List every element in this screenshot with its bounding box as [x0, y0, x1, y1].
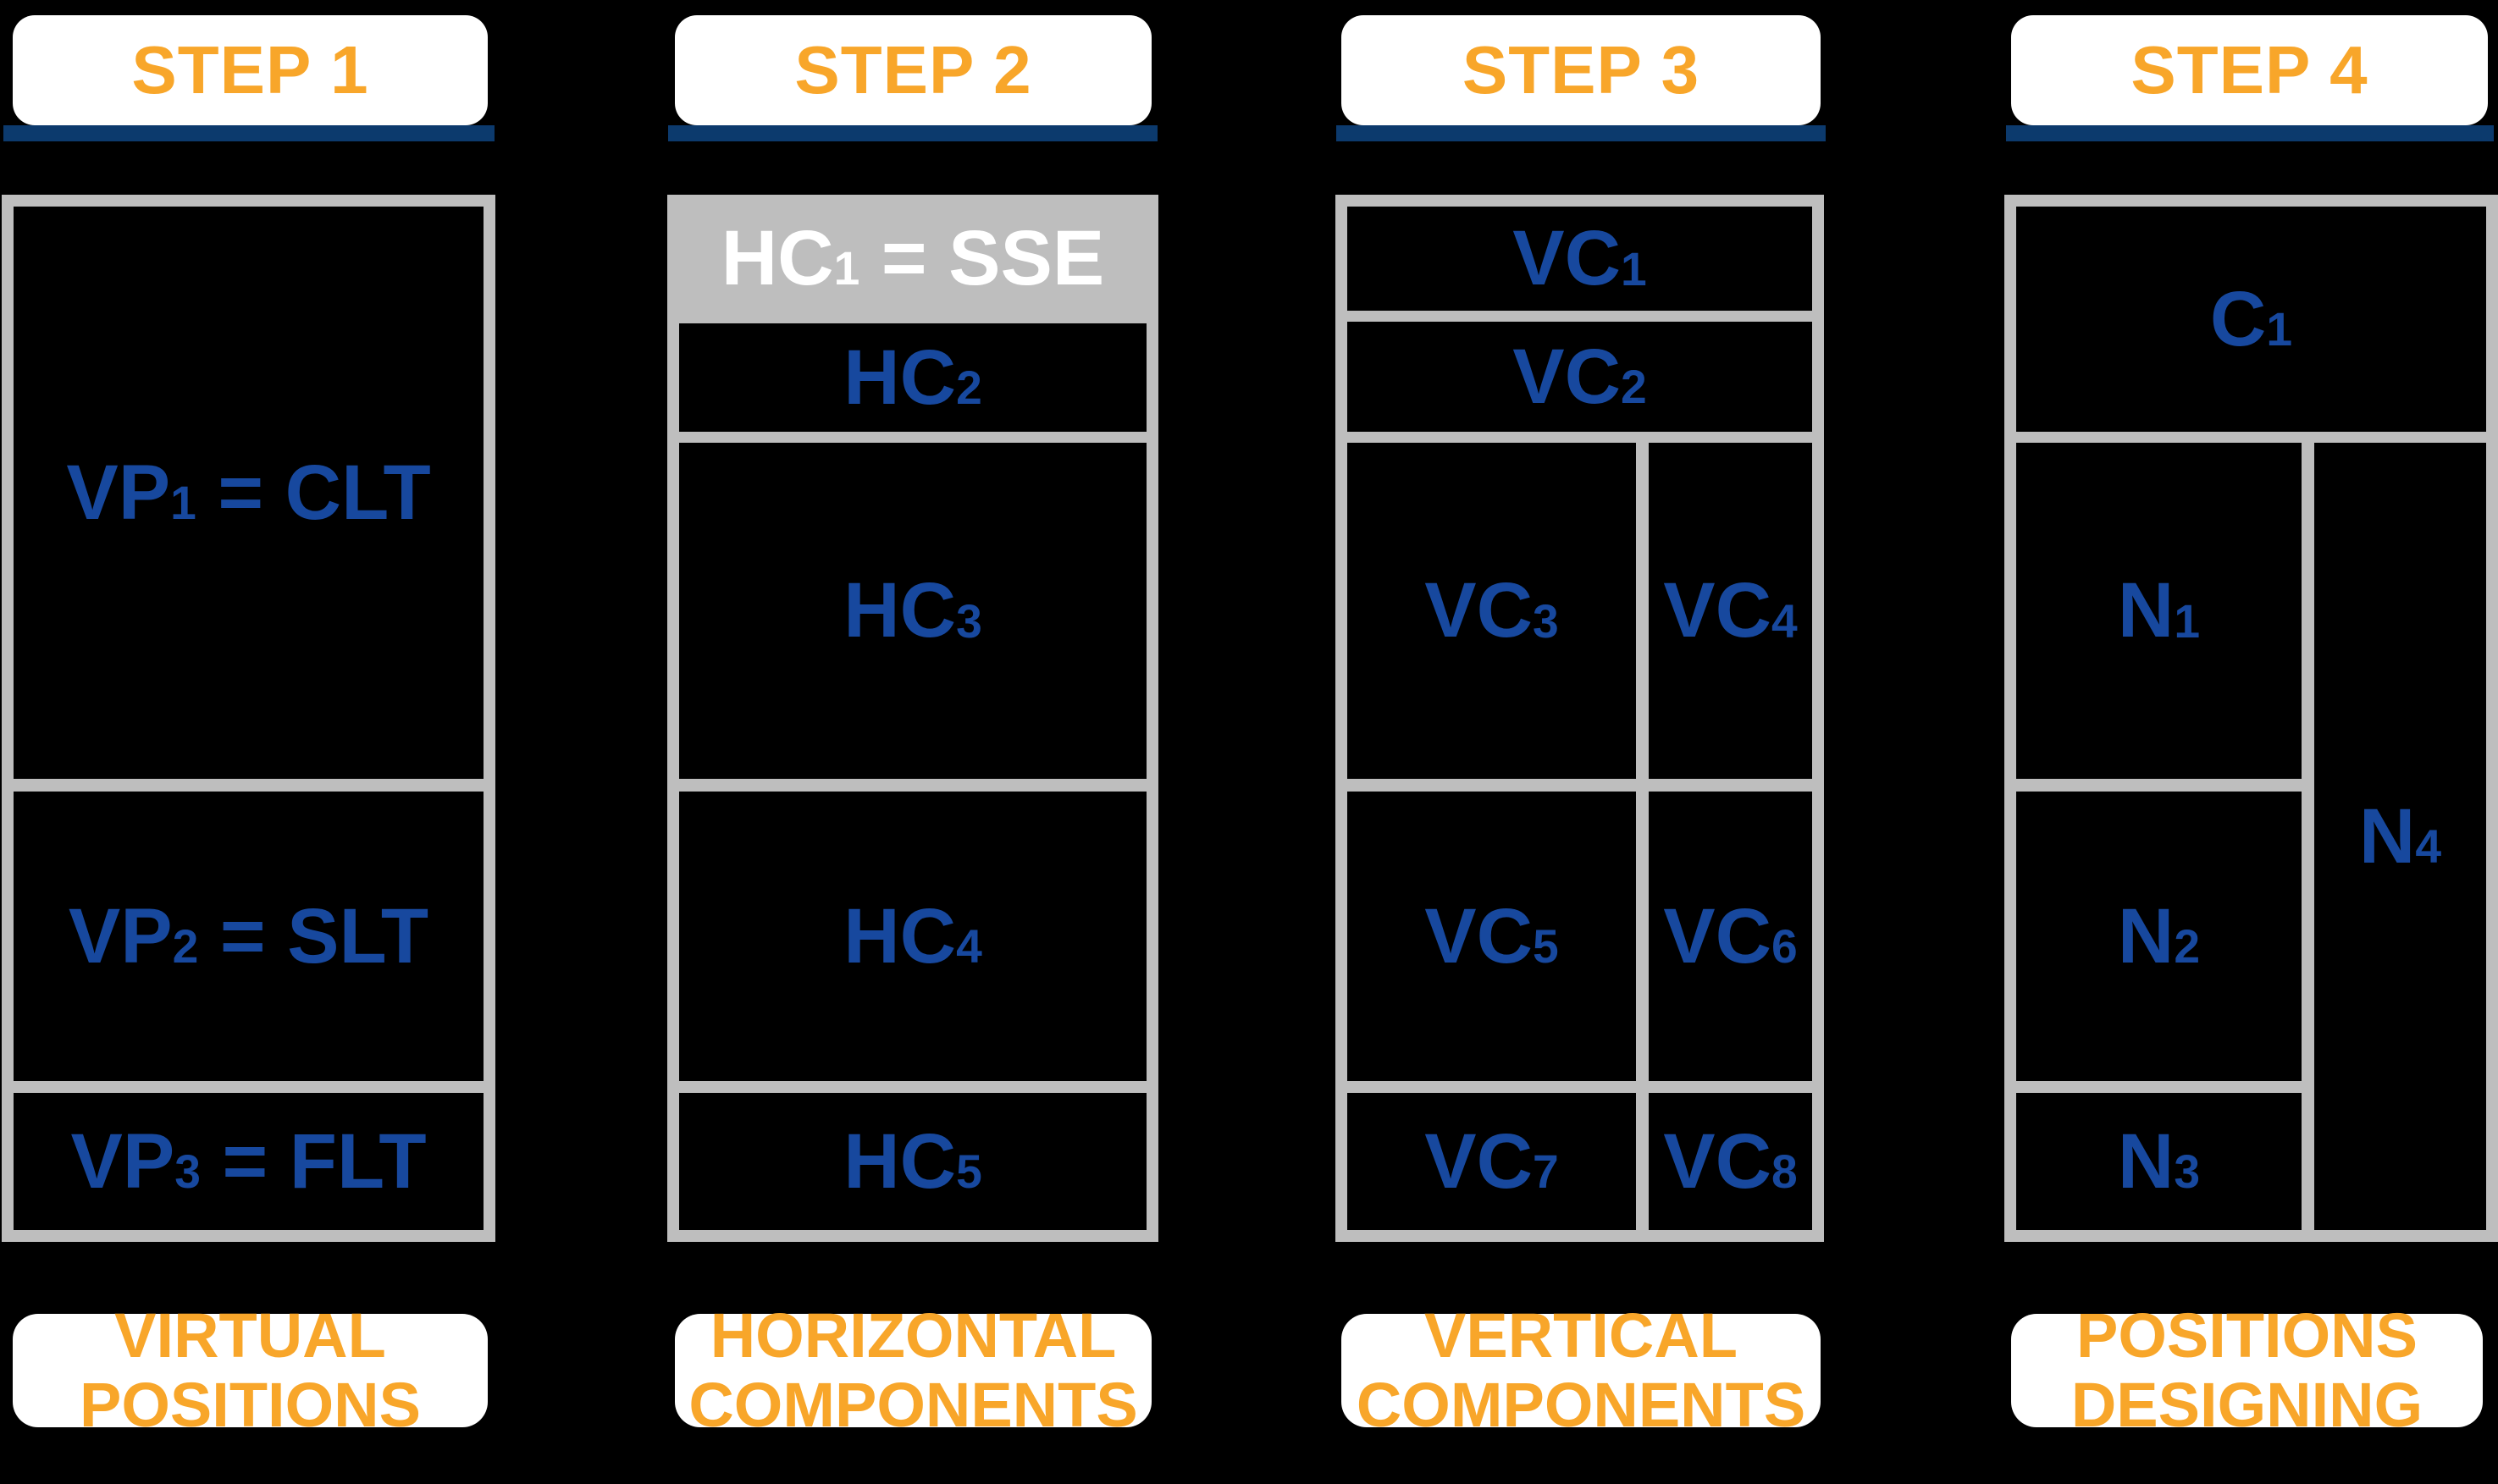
cell-n4-sub: 4: [2415, 820, 2442, 874]
cell-vp3-text: VP: [70, 1117, 175, 1205]
cell-vc3-sub: 3: [1533, 594, 1559, 648]
cell-vc1-text: VC: [1512, 215, 1622, 301]
cell-vc5-sub: 5: [1533, 920, 1559, 974]
step1-header: STEP 1: [13, 15, 488, 125]
cell-vp2-text: VP: [68, 892, 173, 979]
step1-footer-line1: VIRTUAL: [114, 1300, 386, 1371]
step1-footer-label: VIRTUAL POSITIONS: [13, 1301, 488, 1440]
cell-n2-text: N: [2117, 892, 2175, 979]
cell-n4-text: N: [2358, 792, 2416, 880]
step3-footer-line1: VERTICAL: [1424, 1300, 1738, 1371]
cell-n3-text: N: [2117, 1117, 2175, 1205]
cell-vc4-text: VC: [1663, 567, 1772, 654]
step1-underline: [3, 125, 495, 141]
cell-c1-sub: 1: [2266, 303, 2293, 356]
cell-vp3-sub: 3: [174, 1145, 201, 1199]
step3-footer-label: VERTICAL COMPONENTS: [1341, 1301, 1821, 1440]
step4-underline: [2006, 125, 2494, 141]
step4-footer-line2: DESIGNING: [2070, 1370, 2423, 1440]
cell-hc5-text: HC: [843, 1117, 957, 1205]
step4-title: STEP 4: [2130, 32, 2368, 108]
step1-title: STEP 1: [131, 32, 369, 108]
step4-header: STEP 4: [2011, 15, 2488, 125]
step3-underline: [1336, 125, 1826, 141]
cell-vc6-text: VC: [1663, 892, 1772, 979]
cell-vp2-eq: = SLT: [198, 892, 429, 979]
cell-vp1-sub: 1: [170, 477, 196, 530]
cell-hc3-sub: 3: [956, 594, 982, 648]
step3-title: STEP 3: [1462, 32, 1700, 108]
cell-vc4-sub: 4: [1771, 594, 1798, 648]
step4-footer-label: POSITIONS DESIGNING: [2011, 1301, 2483, 1440]
cell-vp2-sub: 2: [172, 920, 199, 974]
cell-vc8-sub: 8: [1771, 1145, 1798, 1199]
cell-hc1-eq: = SSE: [859, 214, 1105, 301]
step2-title: STEP 2: [794, 32, 1032, 108]
cell-hc1-text: HC: [721, 214, 834, 301]
step2-header: STEP 2: [675, 15, 1152, 125]
cell-vc2-text: VC: [1512, 333, 1622, 420]
step3-header: STEP 3: [1341, 15, 1821, 125]
cell-vc3-text: VC: [1424, 567, 1534, 654]
cell-vp1-text: VP: [66, 449, 171, 536]
cell-vc8-text: VC: [1663, 1117, 1772, 1205]
cell-n1-text: N: [2117, 567, 2175, 654]
cell-hc1-sub: 1: [833, 242, 860, 295]
cell-vc6-sub: 6: [1771, 920, 1798, 974]
cell-vc2-sub: 2: [1621, 361, 1647, 414]
step1-footer-line2: POSITIONS: [80, 1370, 421, 1440]
cell-hc2-sub: 2: [956, 361, 982, 415]
cell-n3-sub: 3: [2174, 1145, 2201, 1199]
cell-vp1-eq: = CLT: [196, 449, 431, 536]
cell-n2-sub: 2: [2174, 920, 2201, 974]
step4-footer-line1: POSITIONS: [2076, 1300, 2418, 1371]
cell-vc1-sub: 1: [1621, 242, 1647, 295]
cell-hc2-text: HC: [843, 334, 957, 421]
cell-hc5-sub: 5: [956, 1145, 982, 1199]
cell-vc5-text: VC: [1424, 892, 1534, 979]
cell-n1-sub: 1: [2174, 594, 2201, 648]
cell-hc3-text: HC: [843, 567, 957, 654]
cell-vc7-text: VC: [1424, 1117, 1534, 1205]
step2-footer-line1: HORIZONTAL: [710, 1300, 1117, 1371]
cell-hc4-sub: 4: [956, 920, 982, 974]
cell-c1-text: C: [2209, 275, 2267, 362]
cell-hc4-text: HC: [843, 892, 957, 979]
cell-vc7-sub: 7: [1533, 1145, 1559, 1199]
cell-vp3-eq: = FLT: [200, 1117, 427, 1205]
step2-footer-line2: COMPONENTS: [688, 1370, 1138, 1440]
step3-footer-line2: COMPONENTS: [1356, 1370, 1806, 1440]
step2-underline: [668, 125, 1158, 141]
step2-footer-label: HORIZONTAL COMPONENTS: [675, 1301, 1152, 1440]
